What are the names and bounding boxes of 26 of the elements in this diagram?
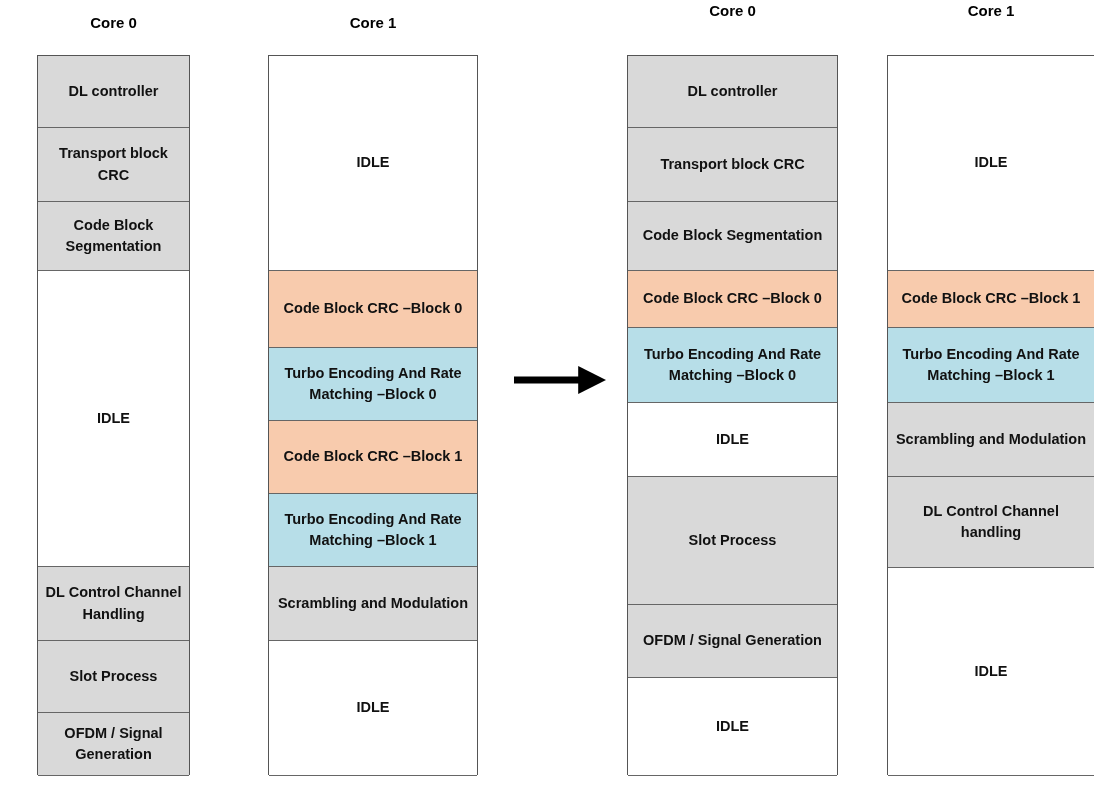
column-heading: Core 0 (89, 14, 138, 31)
column-heading: Core 0 (708, 2, 757, 19)
task-block: DL controller (628, 56, 837, 128)
task-block: Transport block CRC (628, 128, 837, 202)
task-block: Code Block CRC –Block 0 (628, 271, 837, 328)
column-heading: Core 1 (348, 14, 398, 31)
task-block: Code Block Segmentation (38, 202, 189, 271)
task-block: DL controller (38, 56, 189, 128)
task-block: OFDM / Signal Generation (38, 713, 189, 776)
task-block: Slot Process (628, 477, 837, 605)
task-block: Scrambling and Modulation (888, 403, 1094, 477)
task-block: DL Control Channel handling (888, 477, 1094, 568)
task-block: Slot Process (38, 641, 189, 713)
column-heading: Core 1 (966, 2, 1016, 19)
task-block: Turbo Encoding And Rate Matching –Block 1 (269, 494, 477, 567)
task-block: Code Block CRC –Block 1 (269, 421, 477, 494)
task-block: Turbo Encoding And Rate Matching –Block 1 (888, 328, 1094, 403)
task-block: Turbo Encoding And Rate Matching –Block 0 (628, 328, 837, 403)
task-block: Transport block CRC (38, 128, 189, 202)
task-block: Scrambling and Modulation (269, 567, 477, 641)
task-block: Turbo Encoding And Rate Matching –Block 0 (269, 348, 477, 421)
task-block: Code Block CRC –Block 0 (269, 271, 477, 348)
task-block: DL Control Channel Handling (38, 567, 189, 641)
task-block: Code Block CRC –Block 1 (888, 271, 1094, 328)
task-block: Code Block Segmentation (628, 202, 837, 271)
task-block: OFDM / Signal Generation (628, 605, 837, 678)
